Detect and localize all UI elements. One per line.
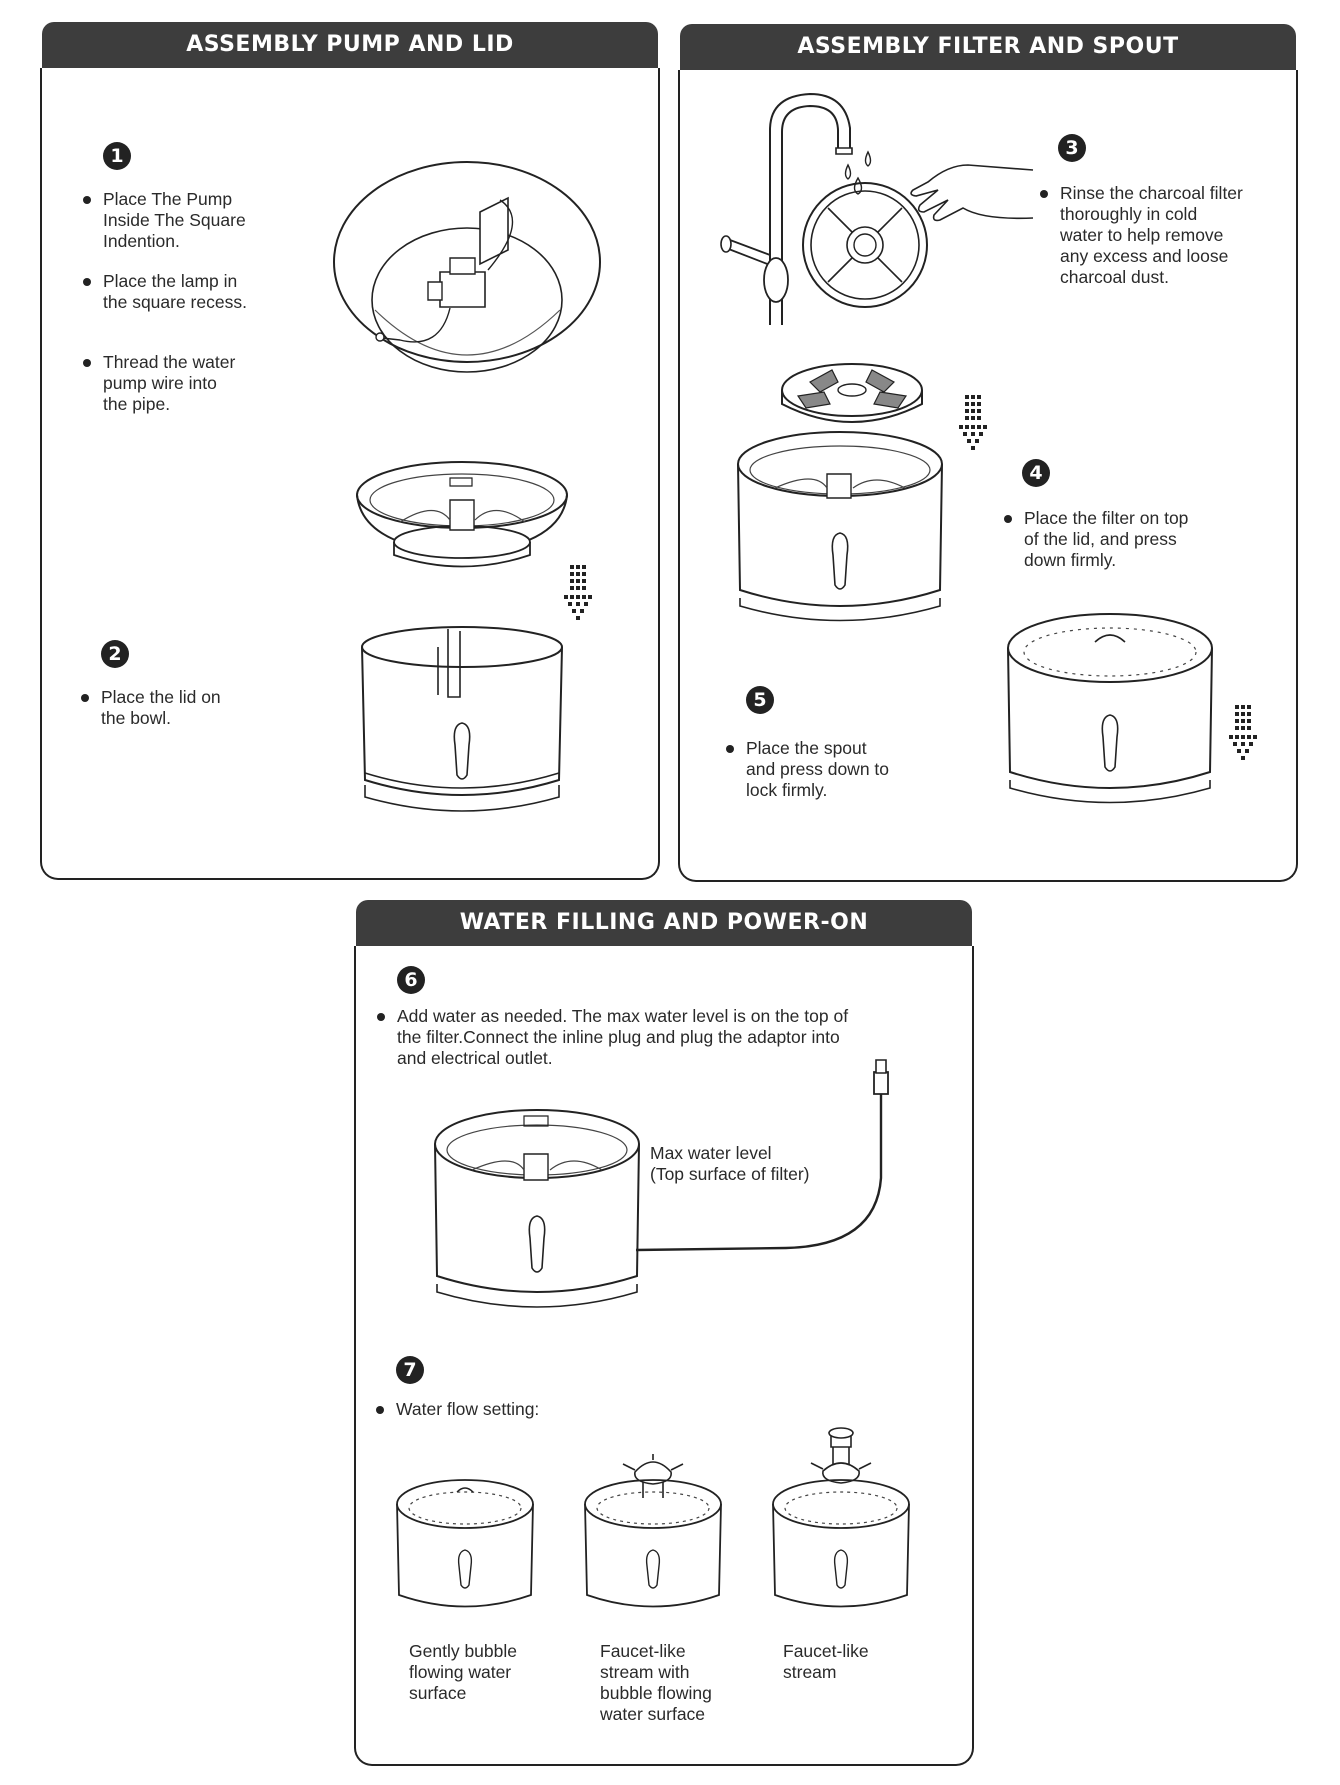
arrow-down-icon bbox=[958, 395, 988, 453]
step-number-3: 3 bbox=[1058, 134, 1086, 162]
fountain-icon bbox=[395, 1470, 535, 1620]
step1-bullet-2: Place the lamp in the square recess. bbox=[103, 271, 247, 313]
flow-mode-label-1: Gently bubble flowing water surface bbox=[409, 1641, 517, 1704]
pump-in-bowl-icon bbox=[330, 160, 605, 390]
step-number-4: 4 bbox=[1022, 459, 1050, 487]
hand-icon bbox=[908, 160, 1033, 245]
arrow-down-icon bbox=[563, 565, 593, 623]
step-number-1: 1 bbox=[103, 142, 131, 170]
step-number-7: 7 bbox=[396, 1356, 424, 1384]
step4-bullet: Place the filter on top of the lid, and … bbox=[1024, 508, 1188, 571]
lid-icon bbox=[355, 460, 570, 580]
step5-bullet: Place the spout and press down to lock f… bbox=[746, 738, 889, 801]
section-title: ASSEMBLY PUMP AND LID bbox=[186, 32, 514, 57]
section-title: WATER FILLING AND POWER-ON bbox=[460, 910, 868, 935]
step1-bullet-3: Thread the water pump wire into the pipe… bbox=[103, 352, 235, 415]
flow-mode-label-3: Faucet-like stream bbox=[783, 1641, 869, 1683]
filter-icon bbox=[780, 360, 925, 435]
spout-icon bbox=[771, 1425, 911, 1620]
fountain-icon bbox=[432, 1108, 642, 1323]
section-header-pump-lid: ASSEMBLY PUMP AND LID bbox=[42, 22, 658, 68]
step-number-6: 6 bbox=[397, 966, 425, 994]
step-number-2: 2 bbox=[101, 640, 129, 668]
step-number-5: 5 bbox=[746, 686, 774, 714]
step7-bullet: Water flow setting: bbox=[396, 1399, 539, 1420]
fountain-icon bbox=[1005, 612, 1215, 817]
max-water-level-label: Max water level (Top surface of filter) bbox=[650, 1143, 810, 1185]
step2-bullet: Place the lid on the bowl. bbox=[101, 687, 221, 729]
section-title: ASSEMBLY FILTER AND SPOUT bbox=[797, 34, 1178, 59]
section-header-water-power: WATER FILLING AND POWER-ON bbox=[356, 900, 972, 946]
bowl-icon bbox=[360, 625, 565, 825]
fountain-icon bbox=[735, 430, 945, 635]
arrow-down-icon bbox=[1228, 705, 1258, 763]
spout-icon bbox=[583, 1448, 723, 1620]
section-header-filter-spout: ASSEMBLY FILTER AND SPOUT bbox=[680, 24, 1296, 70]
step3-bullet: Rinse the charcoal filter thoroughly in … bbox=[1060, 183, 1243, 288]
flow-mode-label-2: Faucet-like stream with bubble flowing w… bbox=[600, 1641, 712, 1725]
step1-bullet-1: Place The Pump Inside The Square Indenti… bbox=[103, 189, 246, 252]
